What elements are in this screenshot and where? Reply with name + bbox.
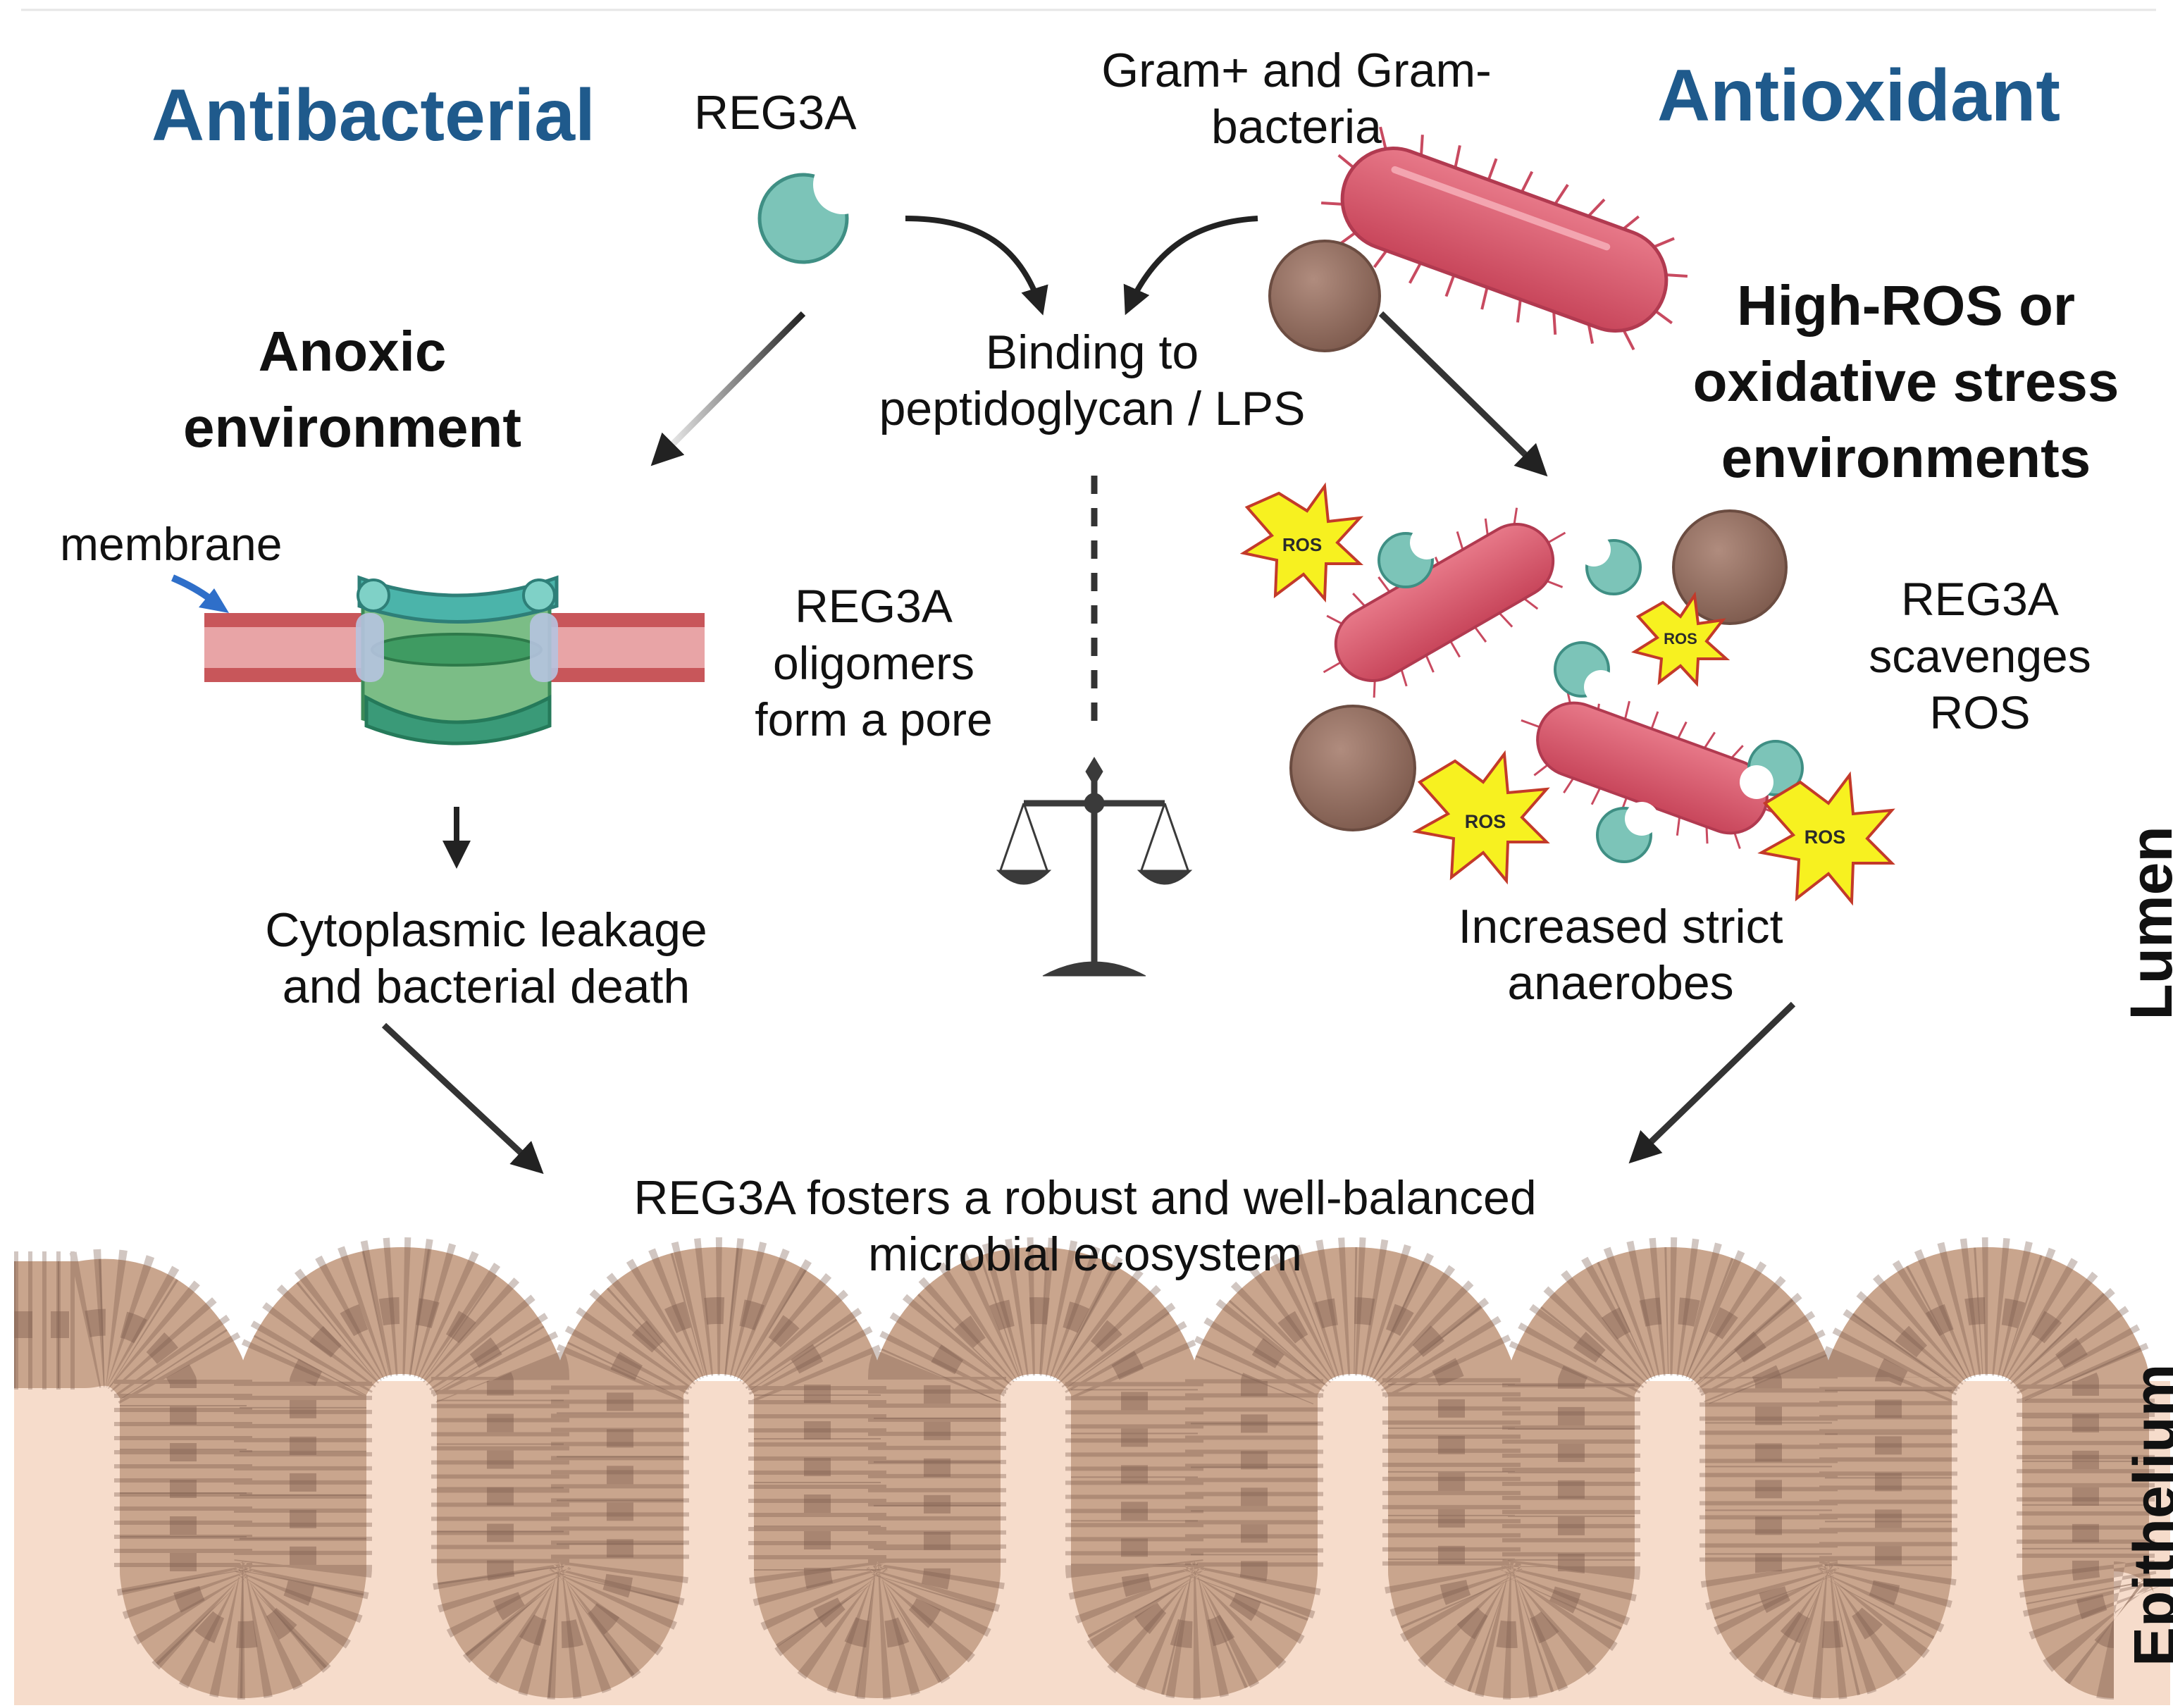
balance-scale-icon	[996, 757, 1193, 977]
label-bacteria: Gram+ and Gram- bacteria	[1078, 42, 1515, 155]
arrow-anaerobes-to-conclusion	[1628, 1001, 1796, 1164]
label-leakage: Cytoplasmic leakage and bacterial death	[211, 902, 761, 1015]
arrow-reg3a-to-binding	[905, 216, 1048, 316]
label-anaerobes-line2: anaerobes	[1507, 956, 1734, 1010]
label-pore-line3: form a pore	[755, 693, 993, 746]
bacteria-icon	[1521, 686, 1784, 849]
label-conclusion: REG3A fosters a robust and well-balanced…	[521, 1170, 1649, 1282]
label-anaerobes-line1: Increased strict	[1458, 900, 1783, 953]
label-binding-line2: peptidoglycan / LPS	[879, 382, 1306, 436]
label-anoxic: Anoxic environment	[141, 314, 564, 466]
label-scavenges-line2: scavenges	[1869, 629, 2091, 682]
label-scavenges-line1: REG3A	[1901, 573, 2059, 625]
label-lumen: Lumen	[2118, 826, 2173, 1020]
arrow-to-ros-branch	[1378, 311, 1548, 477]
ros-label: ROS	[1664, 630, 1697, 648]
ros-label: ROS	[1804, 827, 1846, 848]
ros-burst-icon: ROS	[1757, 771, 1895, 906]
label-anaerobes: Increased strict anaerobes	[1395, 898, 1846, 1011]
label-membrane: membrane	[60, 518, 283, 570]
label-pore-line1: REG3A	[795, 580, 953, 632]
label-epithelium: Epithelium	[2122, 1363, 2173, 1666]
arrow-to-anoxic-branch	[650, 311, 806, 466]
label-scavenges-line3: ROS	[1929, 686, 2031, 739]
label-conclusion-line1: REG3A fosters a robust and well-balanced	[633, 1171, 1537, 1225]
label-high-ros-line3: environments	[1721, 426, 2091, 489]
arrow-leakage-to-conclusion	[381, 1022, 544, 1175]
epithelium-icon	[14, 1237, 2170, 1705]
ros-label: ROS	[1282, 534, 1322, 555]
label-anoxic-line1: Anoxic	[258, 320, 447, 383]
ros-burst-icon: ROS	[1631, 591, 1731, 687]
label-reg3a-top: REG3A	[694, 86, 857, 140]
label-bacteria-line1: Gram+ and Gram-	[1101, 44, 1492, 97]
ros-burst-icon: ROS	[1239, 482, 1364, 603]
label-high-ros-line2: oxidative stress	[1692, 350, 2119, 413]
label-binding-line1: Binding to	[985, 326, 1199, 379]
label-bacteria-line2: bacteria	[1211, 100, 1382, 154]
label-high-ros-line1: High-ROS or	[1737, 274, 2075, 337]
label-conclusion-line2: microbial ecosystem	[868, 1227, 1302, 1282]
bacteria-icon	[1320, 126, 1688, 351]
ros-burst-icon: ROS	[1412, 750, 1550, 885]
label-pore: REG3A oligomers form a pore	[719, 578, 1029, 748]
label-binding: Binding to peptidoglycan / LPS	[846, 324, 1339, 437]
arrow-bacteria-to-binding	[1123, 216, 1258, 316]
label-scavenges: REG3A scavenges ROS	[1832, 571, 2128, 741]
brown-particle-icon	[1672, 509, 1788, 625]
heading-antioxidant: Antioxidant	[1657, 55, 2060, 137]
ros-cluster: ROS ROS ROS ROS	[1239, 482, 1895, 906]
label-pore-line2: oligomers	[772, 636, 975, 689]
brown-particle-icon	[1268, 240, 1381, 352]
membrane-pointer-arrow	[171, 574, 229, 613]
ros-label: ROS	[1465, 811, 1506, 832]
heading-antibacterial: Antibacterial	[151, 75, 595, 156]
label-leakage-line2: and bacterial death	[282, 960, 691, 1014]
pore-icon	[356, 575, 559, 745]
label-anoxic-line2: environment	[182, 396, 522, 459]
label-leakage-line1: Cytoplasmic leakage	[265, 903, 707, 957]
label-high-ros: High-ROS or oxidative stress environment…	[1652, 268, 2160, 496]
brown-particle-icon	[1289, 705, 1416, 831]
reg3a-icon	[757, 155, 872, 264]
